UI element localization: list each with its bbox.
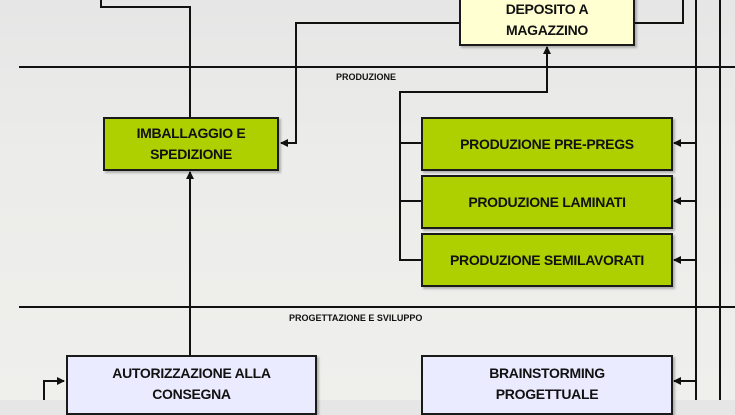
box-label: PRODUZIONE PRE-PREGS <box>460 135 634 152</box>
box-imballaggio-spedizione: IMBALLAGGIO E SPEDIZIONE <box>103 117 279 171</box>
box-label: BRAINSTORMING PROGETTUALE <box>489 365 605 402</box>
box-label: IMBALLAGGIO E SPEDIZIONE <box>136 125 246 162</box>
box-label: PRODUZIONE SEMILAVORATI <box>449 251 645 268</box>
box-produzione-pre-pregs: PRODUZIONE PRE-PREGS <box>421 117 673 171</box>
box-label: PRODUZIONE LAMINATI <box>468 193 626 210</box>
lane-label-progettazione: PROGETTAZIONE E SVILUPPO <box>289 313 423 323</box>
connector-deposito-imballaggio <box>280 22 459 147</box>
connector-deposito-right <box>634 0 684 24</box>
box-label: DEPOSITO A MAGAZZINO <box>505 1 589 38</box>
box-deposito-magazzino: DEPOSITO A MAGAZZINO <box>459 0 635 46</box>
box-autorizzazione-consegna: AUTORIZZAZIONE ALLA CONSEGNA <box>66 355 317 415</box>
box-label: AUTORIZZAZIONE ALLA CONSEGNA <box>112 365 271 402</box>
flow-connectors <box>19 0 735 400</box>
box-produzione-semilavorati: PRODUZIONE SEMILAVORATI <box>421 233 673 287</box>
connector-top-left <box>100 0 191 117</box>
lane-label-produzione: PRODUZIONE <box>336 72 397 82</box>
box-produzione-laminati: PRODUZIONE LAMINATI <box>421 175 673 229</box>
box-brainstorming-progettuale: BRAINSTORMING PROGETTUALE <box>421 355 673 415</box>
